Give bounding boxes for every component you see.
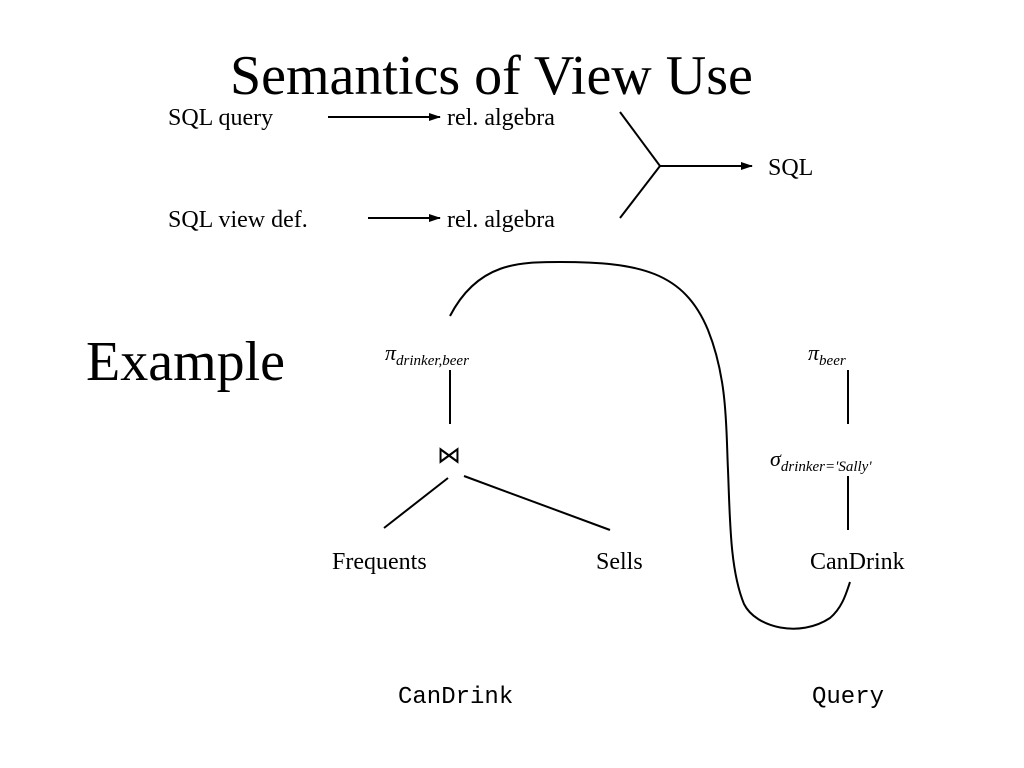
rel-algebra-label-1: rel. algebra: [447, 105, 555, 131]
query-projection-node: πbeer: [808, 342, 846, 369]
example-label: Example: [86, 331, 286, 393]
sql-label: SQL: [768, 155, 814, 181]
rel-algebra-label-2: rel. algebra: [447, 207, 555, 233]
sql-view-def-label: SQL view def.: [168, 207, 308, 233]
view-caption: CanDrink: [398, 684, 514, 711]
substitution-curve: [449, 260, 851, 630]
join-node: ⋈: [437, 443, 461, 469]
edge-join-frequents: [383, 477, 449, 529]
candrink-leaf: CanDrink: [810, 549, 905, 575]
selection-node: σdrinker='Sally': [770, 448, 872, 475]
merge-line-top: [619, 111, 661, 167]
query-caption: Query: [812, 684, 885, 711]
merge-line-bottom: [619, 165, 661, 219]
edge-join-sells: [463, 475, 611, 531]
selection-subscript: drinker='Sally': [780, 459, 872, 475]
sql-query-label: SQL query: [168, 105, 274, 131]
selection-symbol: σ: [770, 446, 781, 471]
view-projection-node: πdrinker,beer: [385, 342, 469, 369]
frequents-leaf: Frequents: [332, 549, 427, 575]
page-title: Semantics of View Use: [230, 45, 753, 107]
projection-symbol: π: [385, 340, 397, 365]
projection-symbol: π: [808, 340, 820, 365]
projection-subscript: beer: [819, 353, 846, 369]
sells-leaf: Sells: [596, 549, 643, 575]
projection-subscript: drinker,beer: [396, 353, 469, 369]
